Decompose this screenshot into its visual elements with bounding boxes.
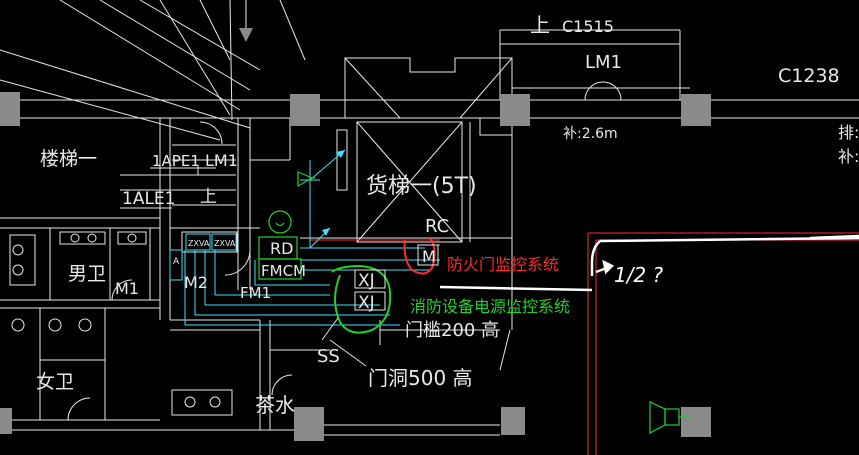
label-ss: SS (317, 346, 340, 367)
text-labels: 上 C1515 LM1 C1238 补:2.6m 排: 补: 楼梯一 1APE1… (36, 13, 859, 417)
label-womens-toilet: 女卫 (36, 371, 74, 393)
label-exhaust-right: 排: (838, 123, 859, 142)
m-box (417, 244, 439, 266)
label-fire-door-system: 防火门监控系统 (447, 255, 559, 274)
label-window-c1515: C1515 (562, 17, 614, 36)
label-lm1-mid: LM1 (205, 151, 238, 170)
arrowhead-icon (322, 228, 330, 236)
label-m-box: M (422, 247, 436, 266)
green-routing (258, 171, 690, 434)
label-panel-1ale1: 1ALE1 (122, 189, 175, 209)
label-xj-two: XJ (358, 293, 375, 313)
cyan-equipment-boxes (169, 233, 237, 281)
label-fire-power-system: 消防设备电源监控系统 (410, 297, 570, 316)
label-fmcm: FMCM (261, 262, 306, 280)
label-rc: RC (425, 216, 449, 237)
label-box-zxva-1: ZXVA (188, 239, 210, 248)
wall-lines (0, 0, 859, 436)
stair-arrow-icon (239, 0, 253, 42)
label-m1-left: M1 (115, 279, 139, 298)
white-top-stroke (809, 234, 859, 240)
label-up-top: 上 (530, 13, 550, 37)
label-fm1: FM1 (240, 284, 271, 302)
label-mens-toilet: 男卫 (68, 263, 106, 285)
label-handwrite-fraction: 1/2 ? (614, 263, 664, 287)
door-swings (67, 81, 622, 421)
label-supplement-right: 补: (838, 147, 859, 166)
label-tea-water: 茶水 (255, 393, 295, 417)
label-panel-1ape1: 1APE1 (152, 152, 200, 170)
label-door-opening-500: 门洞500 高 (368, 366, 473, 390)
label-window-c1238: C1238 (778, 65, 840, 87)
xj-box-two (354, 291, 386, 311)
label-supplement-26m: 补:2.6m (563, 126, 618, 142)
label-freight-elevator: 货梯一(5T) (366, 174, 477, 199)
label-xj-one: XJ (358, 271, 375, 291)
toilet-fixtures (11, 233, 221, 408)
label-box-zxva-2: ZXVA (214, 239, 236, 248)
xj-box-one (354, 269, 386, 289)
leader-lines (321, 317, 511, 371)
label-stair-one: 楼梯一 (40, 148, 97, 170)
label-box-small: A (173, 257, 180, 267)
red-routing (310, 232, 859, 455)
label-lm1-top: LM1 (585, 52, 622, 73)
structural-columns (0, 92, 711, 441)
label-sill-200: 门槛200 高 (405, 320, 499, 341)
label-rd: RD (270, 239, 293, 258)
label-up-mid: 上 (200, 187, 217, 207)
label-m2: M2 (184, 273, 208, 292)
red-hand-mark (403, 237, 436, 275)
arrowhead-icon (336, 150, 345, 158)
